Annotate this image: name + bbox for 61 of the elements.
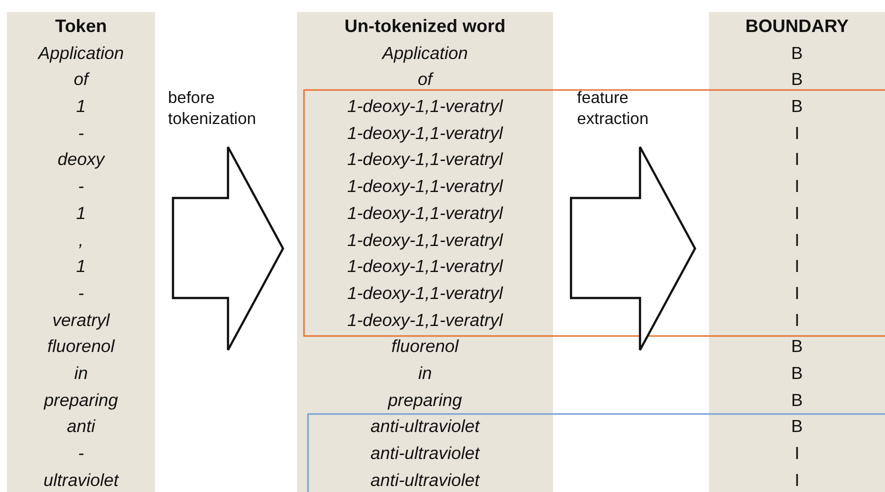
table-cell-text: in [74, 362, 88, 385]
table-cell-text: of [418, 68, 432, 92]
table-cell-text: I [794, 122, 800, 145]
table-cell-text: deoxy [58, 148, 104, 172]
table-cell-text: 1-deoxy-1,1-veratryl [347, 95, 503, 118]
table-cell-text: I [794, 468, 800, 492]
table-cell-text: I [794, 442, 800, 465]
block-arrow [172, 146, 284, 352]
table-cell-text: Application [382, 42, 468, 65]
table-cell-text: B [791, 42, 803, 65]
column-header: Token [55, 15, 107, 38]
table-cell-text: anti-ultraviolet [370, 415, 480, 438]
table-cell-text: anti [66, 415, 96, 438]
column-header: Un-tokenized word [344, 15, 506, 38]
table-cell-text: - [78, 282, 84, 305]
table-cell-text: 1-deoxy-1,1-veratryl [347, 202, 503, 225]
table-cell-text: I [794, 255, 800, 278]
table-cell-text: 1 [76, 95, 86, 118]
arrow-caption: feature extraction [577, 88, 650, 130]
table-cell-text: 1 [76, 202, 86, 225]
table-cell-text: - [78, 442, 84, 465]
table-cell-text: of [74, 68, 88, 92]
table-cell-text: 1-deoxy-1,1-veratryl [347, 308, 503, 332]
table-cell-text: preparing [388, 388, 462, 412]
table-cell-text: B [791, 95, 803, 118]
table-cell-text: 1 [76, 255, 86, 278]
table-cell-text: B [791, 388, 803, 412]
table-cell-text: B [791, 362, 803, 385]
table-cell-text: I [794, 308, 800, 332]
table-cell-text: Application [38, 42, 124, 65]
table-cell-text: 1-deoxy-1,1-veratryl [347, 148, 503, 172]
block-arrow [570, 146, 696, 352]
table-cell-text: - [78, 175, 84, 198]
table-cell-text: B [791, 415, 803, 438]
table-cell-text: anti-ultraviolet [370, 468, 480, 492]
table-cell-text: 1-deoxy-1,1-veratryl [347, 122, 503, 145]
table-cell-text: I [794, 202, 800, 225]
table-cell-text: I [794, 282, 800, 305]
table-cell-text: , [78, 228, 84, 252]
table-cell-text: 1-deoxy-1,1-veratryl [347, 255, 503, 278]
table-cell-text: B [791, 335, 803, 358]
table-column [297, 12, 553, 492]
table-cell-text: veratryl [52, 308, 110, 332]
table-cell-text: 1-deoxy-1,1-veratryl [347, 228, 503, 252]
table-cell-text: fluorenol [391, 335, 459, 358]
table-column [709, 12, 885, 492]
table-column [7, 12, 155, 492]
table-cell-text: I [794, 148, 800, 172]
table-cell-text: preparing [44, 388, 118, 412]
table-cell-text: I [794, 175, 800, 198]
column-header: BOUNDARY [745, 15, 849, 38]
table-cell-text: I [794, 228, 800, 252]
arrow-caption: before tokenization [168, 88, 258, 130]
table-cell-text: 1-deoxy-1,1-veratryl [347, 282, 503, 305]
table-cell-text: B [791, 68, 803, 92]
table-cell-text: 1-deoxy-1,1-veratryl [347, 175, 503, 198]
table-cell-text: - [78, 122, 84, 145]
table-cell-text: in [418, 362, 432, 385]
table-cell-text: fluorenol [47, 335, 115, 358]
table-cell-text: ultraviolet [44, 468, 118, 492]
table-cell-text: anti-ultraviolet [370, 442, 480, 465]
